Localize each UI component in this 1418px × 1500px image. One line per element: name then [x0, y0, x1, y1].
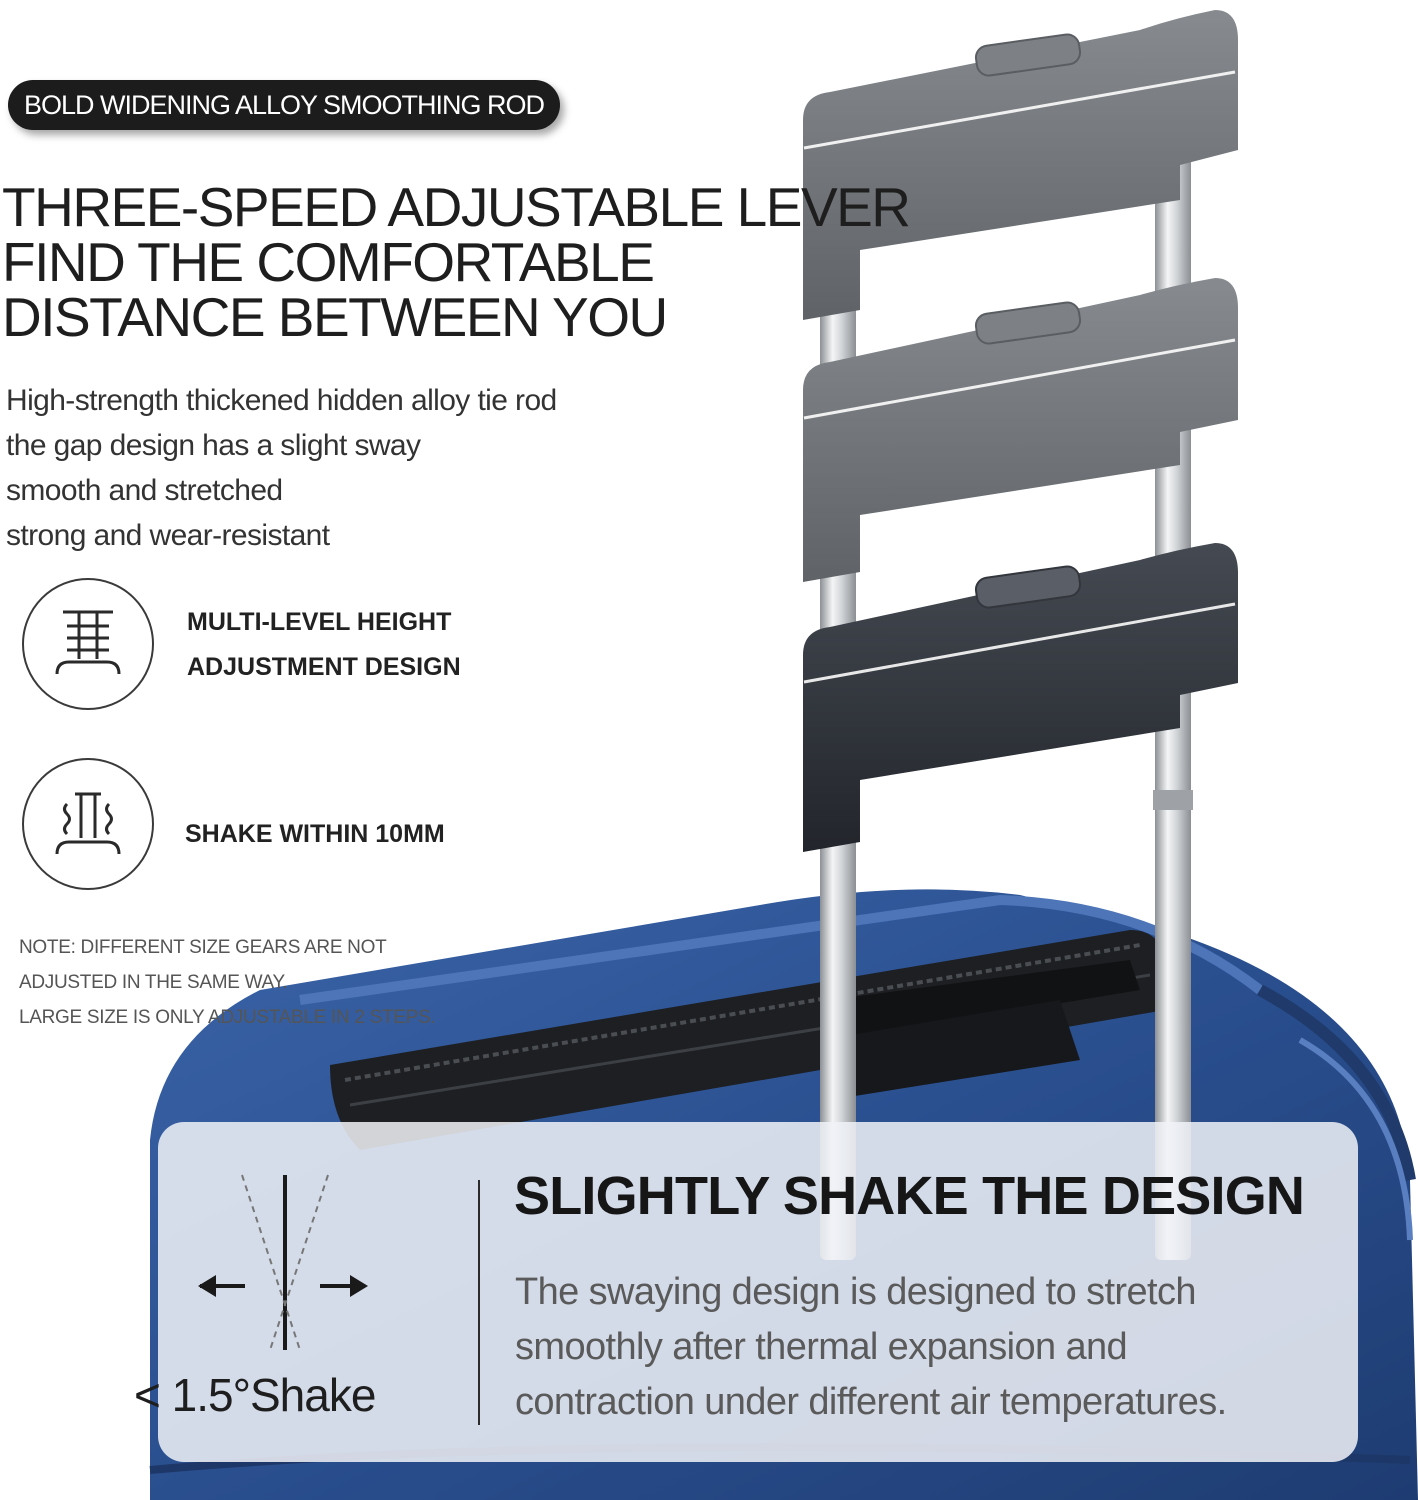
sway-angle-icon	[198, 1174, 368, 1351]
feature-height-line-1: MULTI-LEVEL HEIGHT	[187, 608, 452, 636]
headline-line-1: THREE-SPEED ADJUSTABLE LEVER	[2, 176, 911, 238]
description-line-4: strong and wear-resistant	[6, 519, 330, 552]
description-line-1: High-strength thickened hidden alloy tie…	[6, 384, 557, 417]
description-line-2: the gap design has a slight sway	[6, 429, 421, 462]
feature-shake-line-1: SHAKE WITHIN 10MM	[185, 820, 445, 848]
headline-line-3: DISTANCE BETWEEN YOU	[2, 286, 668, 348]
headline-line-2: FIND THE COMFORTABLE	[2, 231, 655, 293]
handle-position-low	[803, 543, 1238, 852]
size-note: NOTE: DIFFERENT SIZE GEARS ARE NOT ADJUS…	[19, 930, 436, 1035]
feature-shake-label: SHAKE WITHIN 10MM	[185, 812, 445, 857]
badge-text: BOLD WIDENING ALLOY SMOOTHING ROD	[23, 89, 545, 120]
description-line-3: smooth and stretched	[6, 474, 283, 507]
note-line-2: ADJUSTED IN THE SAME WAY.	[19, 972, 288, 993]
card-body: The swaying design is designed to stretc…	[515, 1265, 1227, 1430]
feature-badge: BOLD WIDENING ALLOY SMOOTHING ROD	[8, 80, 560, 130]
shake-angle-label: < 1.5°Shake	[134, 1369, 376, 1421]
feature-height-label: MULTI-LEVEL HEIGHT ADJUSTMENT DESIGN	[187, 600, 461, 690]
handle-position-top	[803, 10, 1238, 320]
card-body-line-3: contraction under different air temperat…	[515, 1381, 1227, 1423]
height-adjust-icon	[22, 578, 154, 710]
card-title: SLIGHTLY SHAKE THE DESIGN	[514, 1166, 1305, 1226]
description: High-strength thickened hidden alloy tie…	[6, 378, 557, 558]
card-body-line-1: The swaying design is designed to stretc…	[515, 1271, 1197, 1313]
shake-icon	[22, 758, 154, 890]
note-line-1: NOTE: DIFFERENT SIZE GEARS ARE NOT	[19, 937, 387, 958]
note-line-3: LARGE SIZE IS ONLY ADJUSTABLE IN 2 STEPS…	[19, 1007, 436, 1028]
card-body-line-2: smoothly after thermal expansion and	[515, 1326, 1128, 1368]
handle-position-middle	[803, 278, 1238, 582]
headline: THREE-SPEED ADJUSTABLE LEVER FIND THE CO…	[2, 176, 911, 348]
card-divider	[478, 1180, 480, 1425]
feature-height-line-2: ADJUSTMENT DESIGN	[187, 653, 461, 681]
telescopic-rods	[818, 150, 1193, 1260]
